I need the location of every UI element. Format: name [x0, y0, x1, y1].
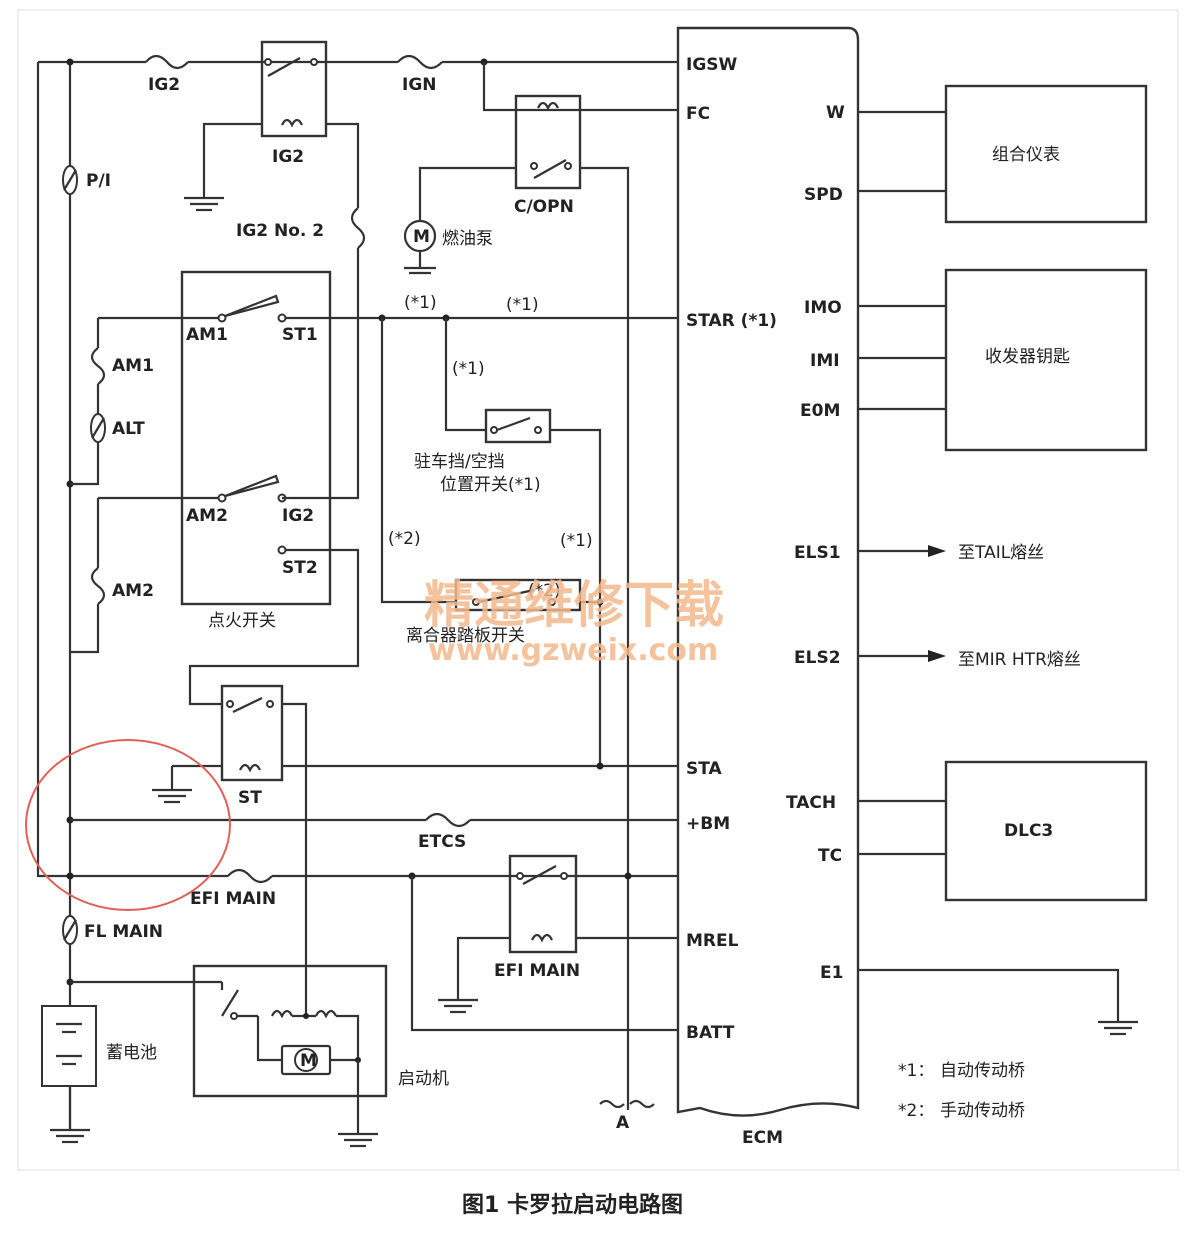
fuse-fl-main-label: FL MAIN — [84, 922, 163, 942]
ecm-pin-spd: SPD — [804, 185, 843, 205]
starter-label: 启动机 — [398, 1069, 449, 1089]
fuse-ig2: IG2 — [145, 52, 189, 95]
relay-ig2-label: IG2 — [272, 147, 304, 167]
ecm-pin-batt: BATT — [686, 1023, 735, 1043]
ecm-pin-e1: E1 — [820, 963, 843, 983]
note-2-text: 手动传动桥 — [940, 1101, 1025, 1121]
ign-ig2-label: IG2 — [282, 506, 314, 526]
fuse-alt: ALT — [90, 413, 145, 443]
ign-am1-label: AM1 — [186, 325, 228, 345]
fuse-am1: AM1 — [88, 347, 154, 385]
arrow-right-icon — [928, 650, 946, 662]
ignition-switch: AM1 ST1 AM2 IG2 ST2 点火开关 — [180, 270, 332, 631]
ign-am2-label: AM2 — [186, 506, 228, 526]
watermark-url: www.gzweix.com — [428, 633, 718, 668]
marker-star2-b: (*2) — [528, 581, 561, 601]
connector-a-label: A — [616, 1113, 630, 1133]
ecm-unit: ECM — [676, 26, 860, 1148]
dlc3-connector: DLC3 — [944, 760, 1148, 902]
ignition-switch-label: 点火开关 — [208, 611, 276, 631]
ground-icon — [152, 788, 192, 804]
ecm-pin-sta: STA — [686, 759, 723, 779]
fuse-am1-label: AM1 — [112, 356, 154, 376]
starter: M 启动机 — [192, 964, 449, 1098]
dlc3-label: DLC3 — [1004, 821, 1053, 841]
arrow-right-icon — [928, 545, 946, 557]
relay-copn-label: C/OPN — [514, 197, 574, 217]
relay-ig2: IG2 — [260, 40, 328, 167]
fuel-pump-label: 燃油泵 — [442, 229, 493, 249]
note-1-text: 自动传动桥 — [940, 1061, 1025, 1081]
clutch-pedal-switch: (*2) 离合器踏板开关 — [406, 578, 582, 646]
ecm-label: ECM — [742, 1128, 783, 1148]
figure-caption: 图1 卡罗拉启动电路图 — [462, 1192, 683, 1218]
fuel-pump-symbol: M — [413, 227, 430, 247]
ground-icon — [438, 998, 478, 1014]
ecm-pin-imi: IMI — [810, 351, 840, 371]
fuse-pi: P/I — [62, 165, 111, 195]
ecm-pin-mrel: MREL — [686, 931, 739, 951]
ecm-pin-fc: FC — [686, 104, 710, 124]
fuse-ign: IGN — [397, 52, 443, 95]
relay-st-label: ST — [238, 788, 262, 808]
ecm-pin-els1: ELS1 — [794, 543, 841, 563]
transponder-key-label: 收发器钥匙 — [985, 347, 1070, 367]
marker-star2: (*2) — [388, 529, 421, 549]
ecm-pin-imo: IMO — [804, 298, 842, 318]
fuse-ig2-label: IG2 — [148, 75, 180, 95]
combination-meter: 组合仪表 — [944, 84, 1148, 224]
battery: 蓄电池 — [41, 1005, 157, 1087]
watermark-title: 精通维修下载 — [424, 576, 724, 634]
note-2-key: *2： — [898, 1101, 934, 1121]
fuse-ig2-no2: IG2 No. 2 — [236, 207, 368, 249]
highlight-circle — [25, 739, 231, 911]
combination-meter-label: 组合仪表 — [992, 145, 1060, 165]
fuse-etcs-label: ETCS — [418, 832, 466, 852]
battery-label: 蓄电池 — [106, 1043, 157, 1063]
ign-st1-label: ST1 — [282, 325, 318, 345]
ecm-pin-els2: ELS2 — [794, 648, 841, 668]
ecm-pin-bm: +BM — [686, 814, 730, 834]
fuse-fl-main: FL MAIN — [62, 915, 163, 945]
marker-star1-d: (*1) — [560, 531, 593, 551]
els1-target: 至TAIL熔丝 — [958, 543, 1044, 563]
fuse-alt-label: ALT — [112, 419, 145, 439]
ground-icon — [50, 1128, 90, 1144]
marker-star1-a: (*1) — [404, 293, 437, 313]
clutch-switch-label: 离合器踏板开关 — [406, 626, 525, 646]
marker-star1-b: (*1) — [506, 295, 539, 315]
park-neutral-switch: 驻车挡/空挡 位置开关(*1) — [414, 408, 552, 495]
ecm-pin-w: W — [826, 103, 845, 123]
starter-motor-symbol: M — [300, 1051, 317, 1071]
note-1-key: *1： — [898, 1061, 934, 1081]
ecm-pin-tach: TACH — [786, 793, 836, 813]
fuse-am2: AM2 — [88, 567, 154, 605]
fuse-efi-main-label: EFI MAIN — [190, 889, 276, 909]
fuse-pi-label: P/I — [86, 171, 111, 191]
park-neutral-label-2: 位置开关(*1) — [440, 475, 541, 495]
ecm-pin-tc: TC — [818, 846, 842, 866]
ecm-pin-star: STAR (*1) — [686, 311, 777, 331]
ecm-pin-e0m: E0M — [800, 401, 840, 421]
fuse-ign-label: IGN — [402, 75, 437, 95]
ground-icon — [338, 1132, 378, 1148]
relay-efi-main-label: EFI MAIN — [494, 961, 580, 981]
fuse-ig2-no2-label: IG2 No. 2 — [236, 221, 324, 241]
ign-st2-label: ST2 — [282, 558, 318, 578]
fuel-pump-motor: M 燃油泵 — [403, 219, 493, 275]
ecm-pin-igsw: IGSW — [686, 55, 738, 75]
park-neutral-label-1: 驻车挡/空挡 — [414, 452, 505, 472]
els2-target: 至MIR HTR熔丝 — [958, 650, 1081, 670]
transponder-key: 收发器钥匙 — [944, 268, 1148, 452]
fuse-efi-main: EFI MAIN — [190, 866, 276, 909]
relay-st: ST — [220, 684, 284, 808]
marker-star1-c: (*1) — [452, 359, 485, 379]
ground-icon — [184, 196, 224, 212]
fuse-etcs: ETCS — [418, 810, 471, 852]
ground-icon — [1098, 1020, 1138, 1036]
fuse-am2-label: AM2 — [112, 581, 154, 601]
relay-efi-main: EFI MAIN — [494, 854, 580, 981]
relay-copn: C/OPN — [514, 94, 582, 217]
